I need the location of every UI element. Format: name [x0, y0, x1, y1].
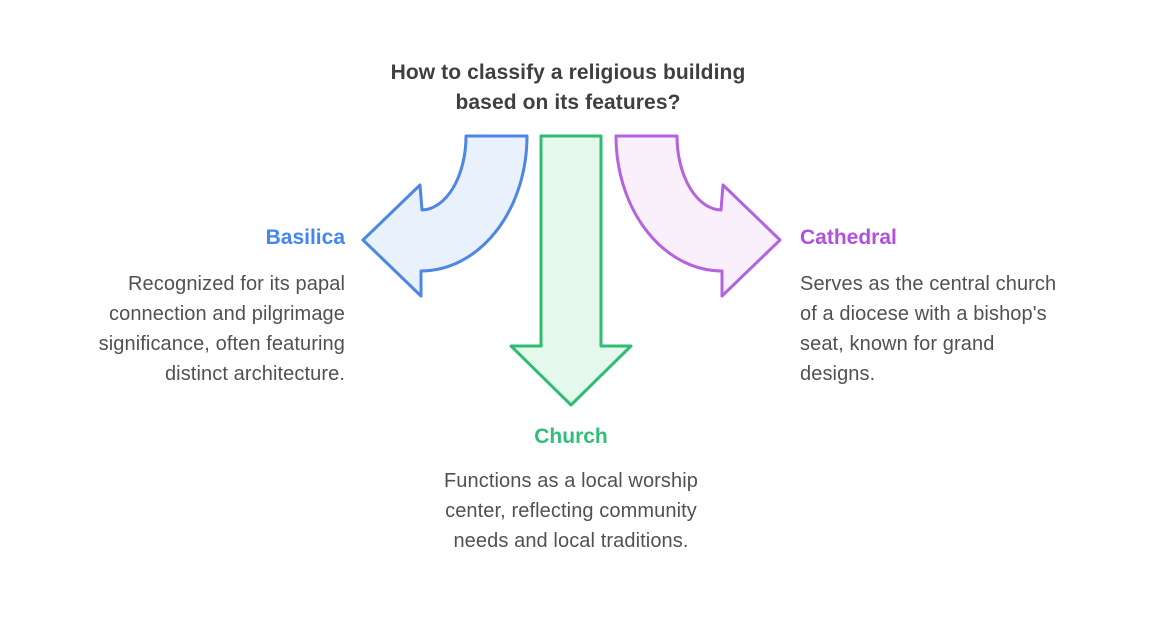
- curved-arrow-right-icon: [614, 134, 782, 298]
- church-description: Functions as a local worship center, ref…: [443, 470, 699, 552]
- curved-arrow-left-icon: [361, 134, 529, 298]
- basilica-description: Recognized for its papal connection and …: [98, 273, 345, 385]
- cathedral-label: Cathedral: [800, 226, 897, 249]
- church-label: Church: [534, 425, 608, 448]
- cathedral-description: Serves as the central church of a dioces…: [800, 273, 1057, 385]
- basilica-label: Basilica: [265, 226, 345, 249]
- page-title: How to classify a religious building bas…: [390, 61, 746, 114]
- straight-arrow-down-icon: [509, 134, 633, 407]
